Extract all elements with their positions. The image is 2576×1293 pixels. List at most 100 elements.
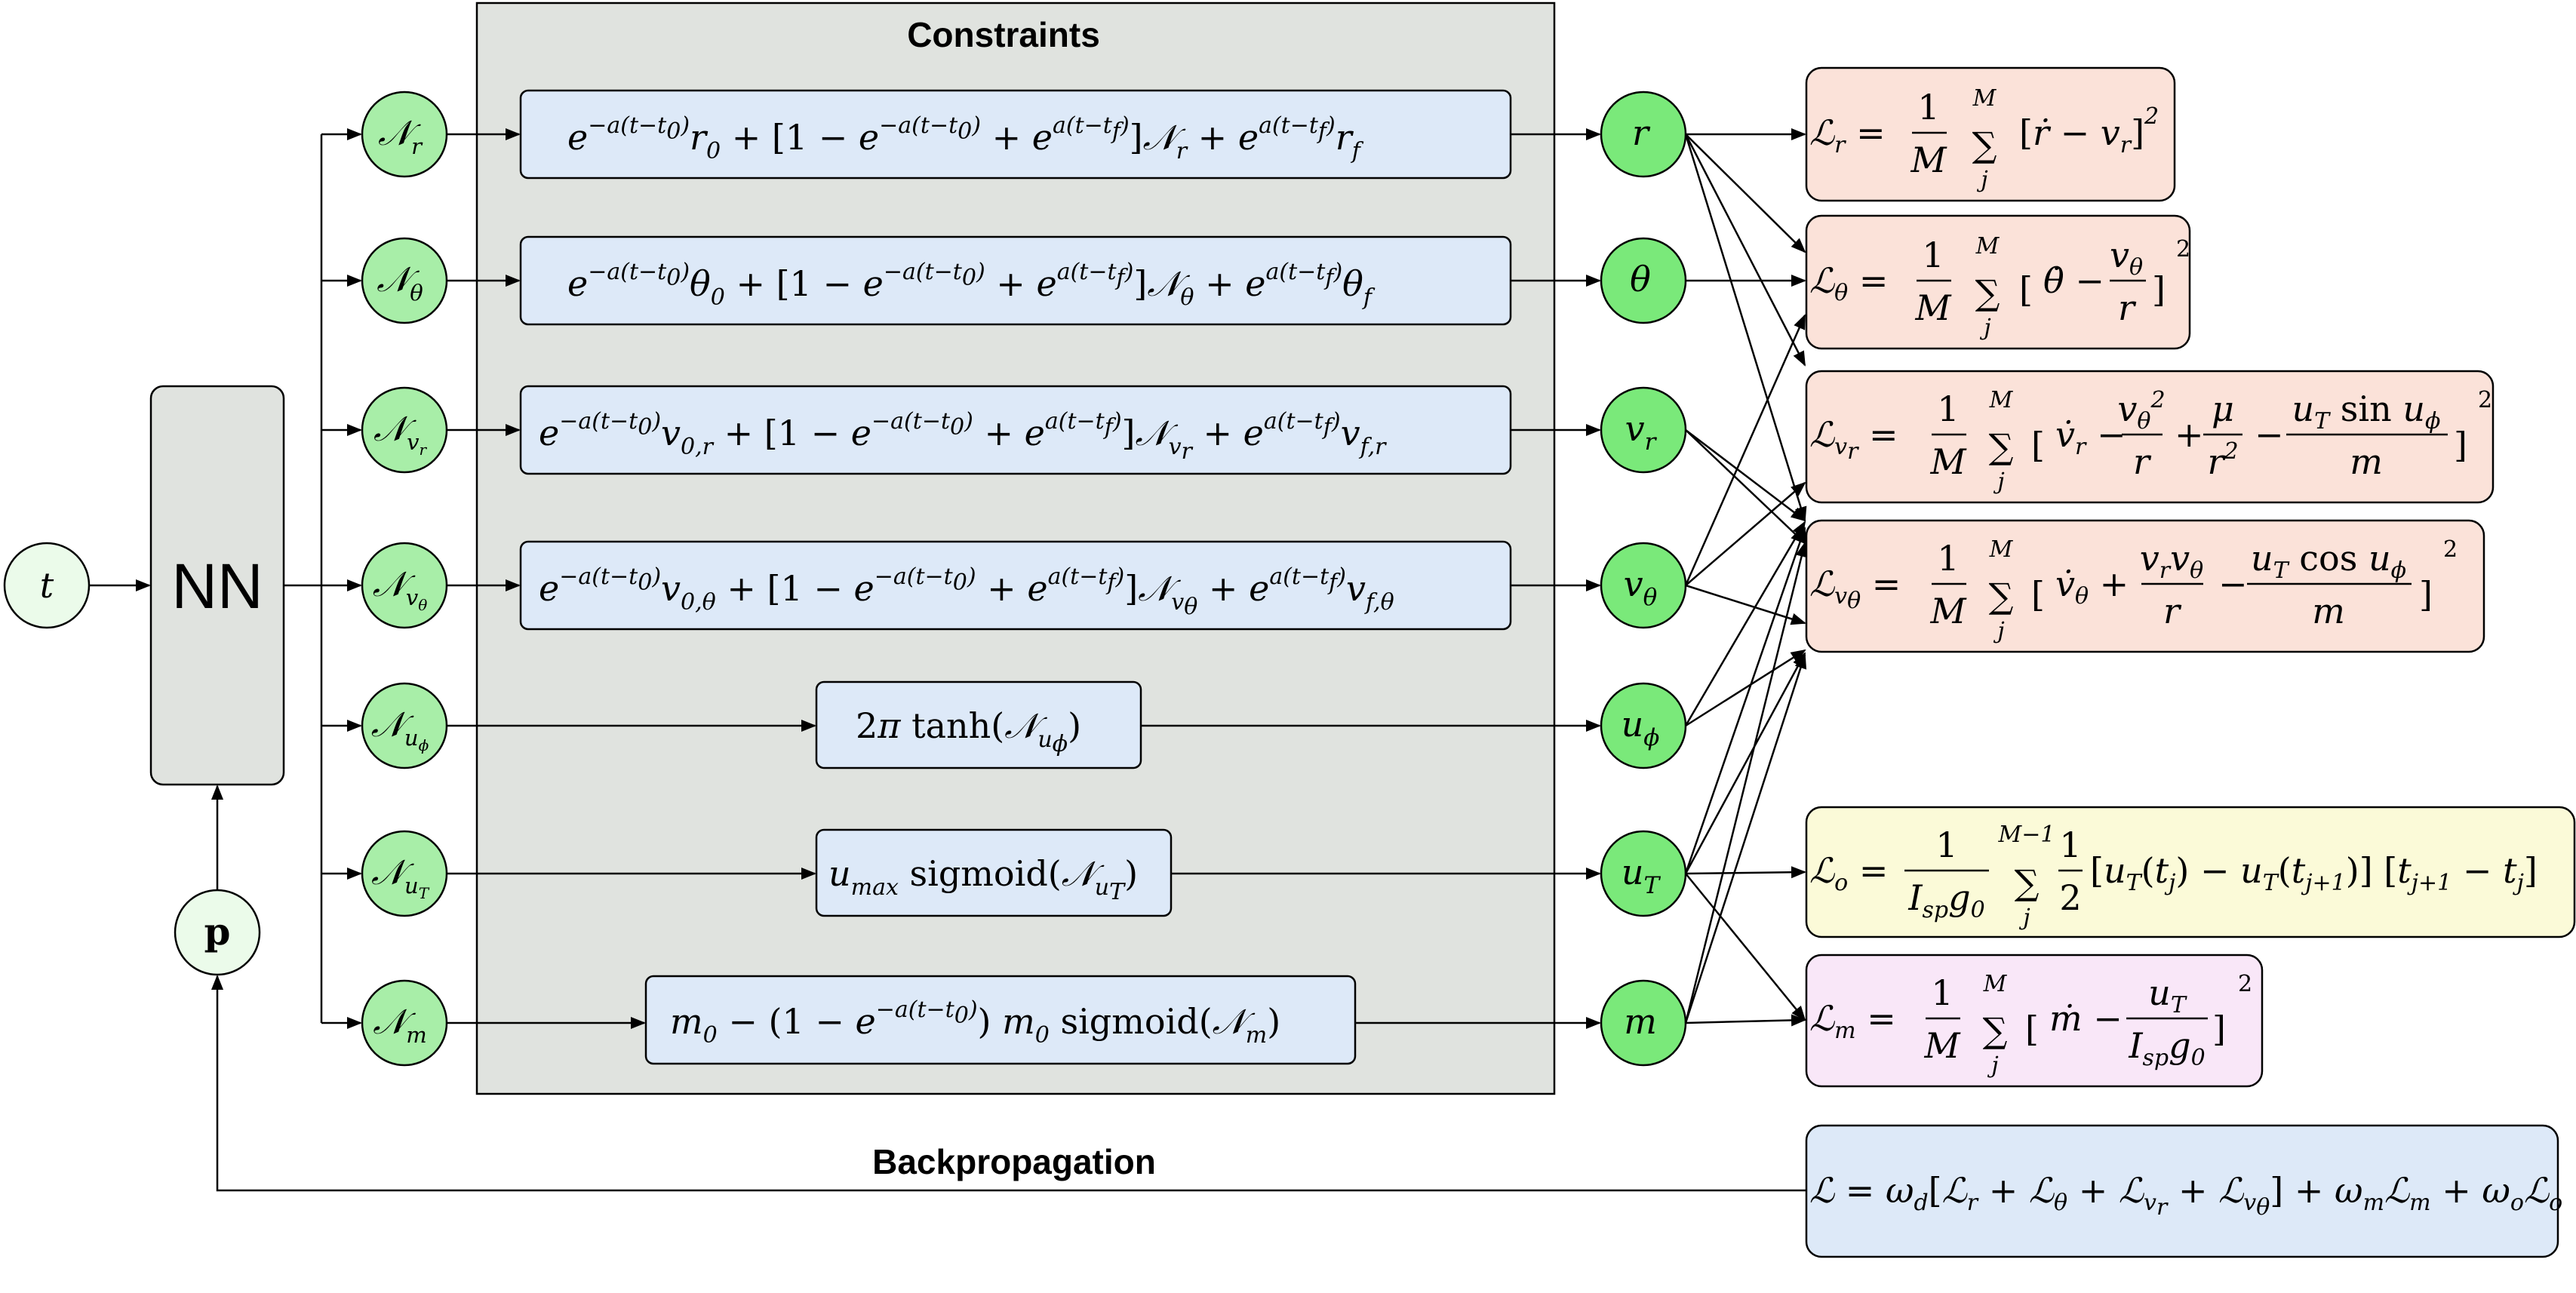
input-t-label: t [40,565,54,606]
svg-text:∑: ∑ [1972,124,1997,165]
svg-text:1: 1 [1931,972,1953,1013]
svg-text:v̇θ +: v̇θ + [2055,564,2129,610]
svg-text:r: r [1632,112,1651,153]
svg-text:θ̇ −: θ̇ − [2043,260,2104,301]
loss-formula-vtheta: ℒvθ = 1 M ∑ M j [ v̇θ + vrvθ r − uT cos … [1809,536,2458,644]
constraint-formula-m: m0 − (1 − e−a(t−t0)) m0 sigmoid(𝒩m) [670,997,1280,1049]
svg-text:M: M [1972,85,1997,112]
svg-text:∑: ∑ [1989,576,2014,616]
svg-text:r: r [2163,591,2182,631]
svg-text:[uT(tj) − uT(tj+1)] [tj+1 − tj: [uT(tj) − uT(tj+1)] [tj+1 − tj] [2090,850,2538,896]
loss-formula-m: ℒm = 1 M ∑ M j [ ṁ − uT Ispg0 ] 2 [1809,971,2252,1079]
svg-text:m: m [2350,441,2383,482]
svg-text:θ: θ [1630,259,1651,299]
network-output-node: 𝒩uT [361,830,448,917]
input-p-label: p [204,909,231,954]
network-output-node: 𝒩r [361,91,448,178]
constraint-box-r [519,89,1512,180]
svg-text:e−a(t−t0)θ0 + [1 − e−a(t−t0) +: e−a(t−t0)θ0 + [1 − e−a(t−t0) + ea(t−tf)]… [567,259,1376,311]
constraint-box-vtheta [519,540,1512,631]
loss-box-o [1805,806,2576,938]
loss-box-m [1805,954,2264,1088]
svg-text:v̇r −: v̇r − [2055,414,2126,460]
state-output-node: vr [1600,386,1687,474]
svg-text:1: 1 [1935,825,1957,865]
svg-text:m0 − (1 − e−a(t−t0)) m0 sigmoi: m0 − (1 − e−a(t−t0)) m0 sigmoid(𝒩m) [670,997,1280,1049]
svg-text:M: M [1910,140,1947,180]
state-output-node: θ [1600,237,1687,324]
loss-formula-o: ℒo = 1 Ispg0 ∑ M−1 j 1 2 [uT(tj) − uT(tj… [1809,822,2538,931]
svg-text:uT sin uϕ: uT sin uϕ [2292,389,2441,435]
loss-box-theta [1805,214,2191,350]
loss-formula-r: ℒr = 1 M ∑ M j [ṙ − vr]2 [1809,85,2159,193]
svg-text:−: − [2255,414,2284,455]
svg-text:[: [ [2019,269,2033,310]
svg-text:∑: ∑ [1989,426,2014,467]
svg-text:ℒm =: ℒm = [1809,998,1896,1044]
svg-text:ṁ −: ṁ − [2049,998,2123,1039]
constraint-box-ut [815,828,1173,917]
svg-text:uT cos uϕ: uT cos uϕ [2251,538,2406,584]
network-output-node: 𝒩uϕ [361,682,448,769]
svg-text:]: ] [2454,425,2467,465]
backprop-label: Backpropagation [872,1142,1156,1181]
constraints-title: Constraints [907,15,1100,54]
svg-text:ℒo =: ℒo = [1809,850,1888,896]
svg-text:Ispg0: Ispg0 [1907,877,1984,923]
svg-text:]: ] [2212,1009,2226,1049]
svg-text:m: m [1624,1001,1657,1042]
svg-text:M: M [1929,441,1967,482]
svg-text:∑: ∑ [2015,862,2040,903]
svg-text:[: [ [2031,425,2045,465]
svg-text:M: M [1929,591,1967,631]
svg-text:2: 2 [2238,971,2252,997]
svg-text:1: 1 [2059,825,2081,865]
svg-text:r: r [2118,287,2137,328]
loss-box-vtheta [1805,519,2485,653]
svg-text:M: M [1989,387,2014,413]
svg-text:[: [ [2025,1009,2039,1049]
svg-text:−: − [2218,564,2248,604]
state-output-node: uϕ [1600,682,1687,769]
svg-text:M: M [1914,287,1952,328]
state-output-node: r [1600,91,1687,178]
network-output-node: 𝒩vr [361,386,448,474]
loss-formula-theta: ℒθ = 1 M ∑ M j [ θ̇ − vθ r ] 2 [1809,233,2190,341]
svg-text:ℒr =: ℒr = [1809,112,1886,158]
network-output-node: 𝒩vθ [361,542,448,629]
state-output-node: uT [1600,830,1687,917]
svg-text:m: m [2312,591,2345,631]
nn-label: NN [171,551,263,622]
constraint-box-m [644,975,1357,1065]
svg-text:r: r [2133,441,2152,482]
svg-text:M−1: M−1 [1998,822,2055,848]
svg-text:∑: ∑ [1975,272,2000,313]
state-output-node: m [1600,979,1687,1067]
constraint-box-vr [519,385,1512,475]
svg-text:]: ] [2152,269,2166,310]
svg-text:[ṙ − vr]2: [ṙ − vr]2 [2019,103,2159,158]
svg-text:M: M [1975,233,2000,260]
svg-text:+: + [2175,414,2204,455]
svg-text:1: 1 [1937,389,1959,429]
svg-text:M: M [1923,1025,1961,1066]
svg-text:2: 2 [2443,536,2458,563]
svg-text:]: ] [2419,574,2433,615]
state-output-node: vθ [1600,542,1687,629]
svg-text:M: M [1989,536,2014,563]
svg-text:𝒩m: 𝒩m [373,1001,427,1048]
svg-text:ℒθ =: ℒθ = [1809,260,1888,306]
network-output-node: 𝒩m [361,979,448,1067]
svg-text:1: 1 [1937,538,1959,579]
svg-text:2: 2 [2478,387,2492,413]
svg-text:2: 2 [2059,877,2081,918]
svg-text:[: [ [2031,574,2045,615]
svg-text:ℒvr =: ℒvr = [1809,414,1898,465]
constraint-box-uphi [815,680,1142,769]
network-output-node: 𝒩θ [361,237,448,324]
svg-text:μ: μ [2212,389,2234,429]
loss-box-vr [1805,370,2495,504]
svg-text:𝒩r: 𝒩r [378,112,423,159]
loss-box-r [1805,66,2176,202]
